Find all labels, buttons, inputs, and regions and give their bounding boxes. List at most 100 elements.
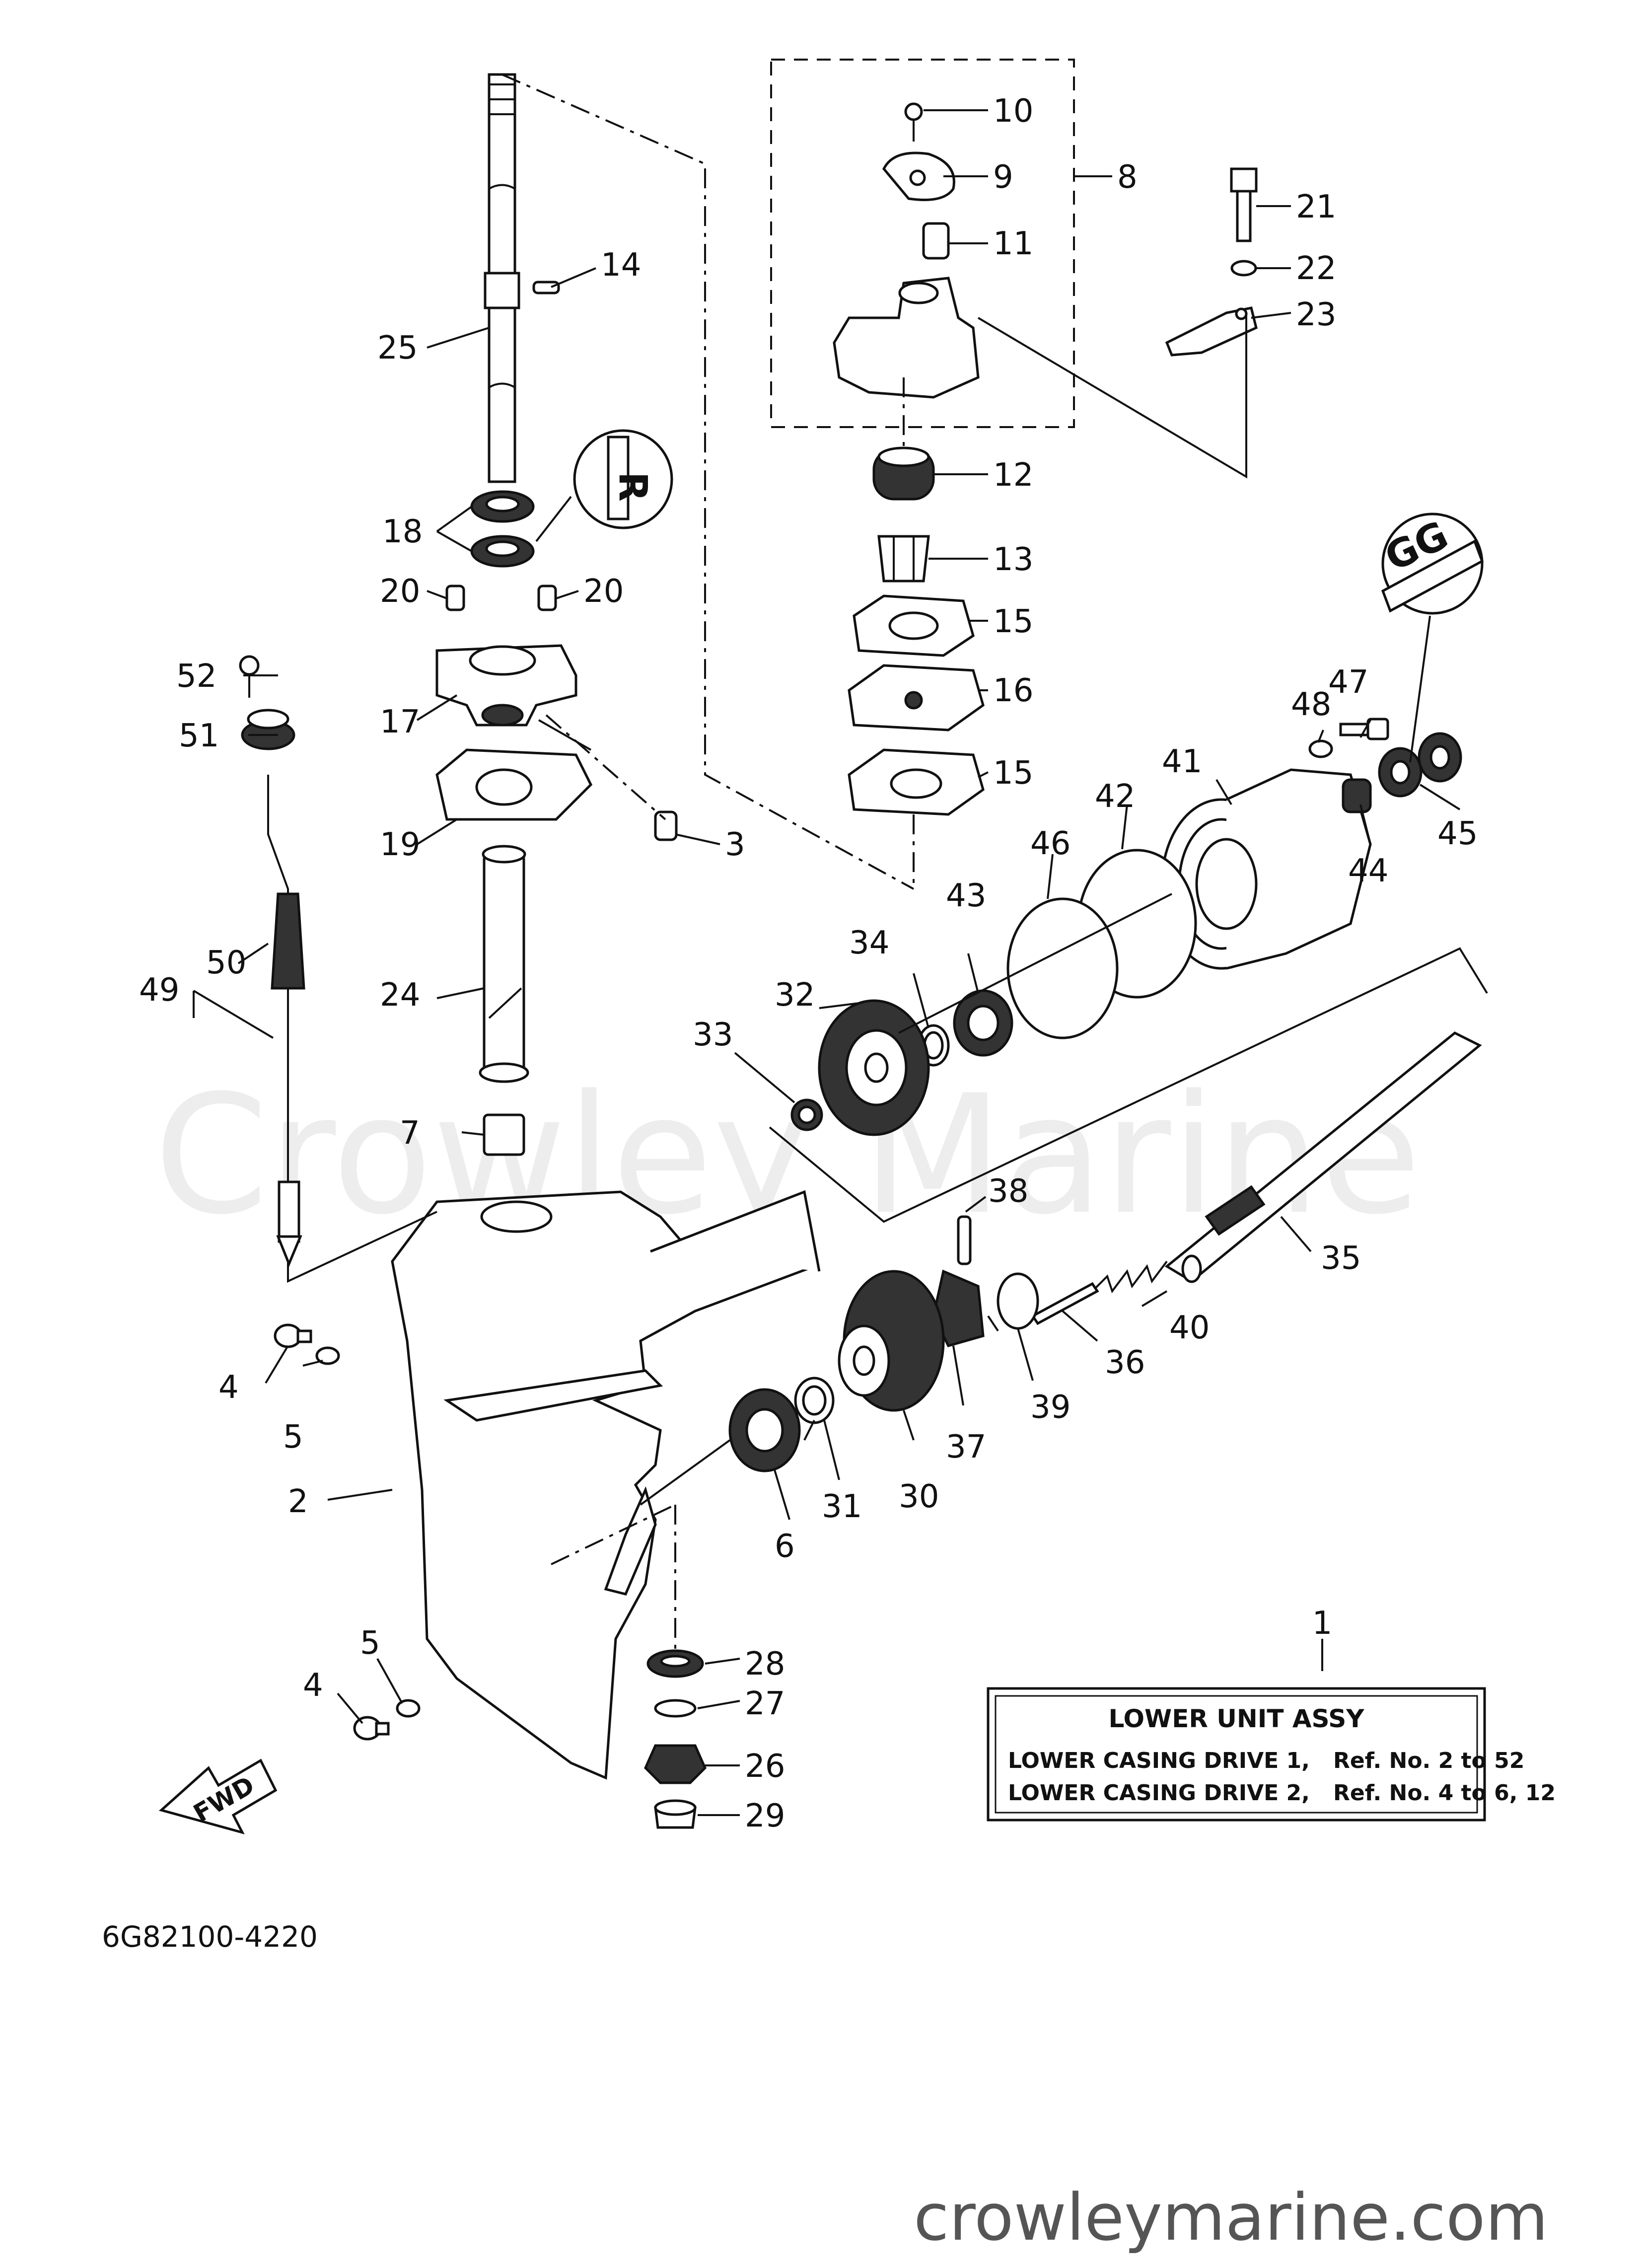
callout-label: 19 [380,826,420,863]
callout-label: 13 [993,541,1033,578]
callout-label: 22 [1296,250,1336,287]
needle-bearing-44 [1342,778,1372,813]
legend-table: 1 LOWER UNIT ASSY LOWER CASING DRIVE 1, … [987,1605,1556,1822]
pump-assy-box-8 [770,59,1075,428]
callout-label: 9 [993,159,1013,196]
callout-label: 50 [206,945,246,981]
screw-10 [904,102,923,142]
callout-label: 16 [993,672,1033,709]
lubricant-badge-gg: GG [1378,512,1484,763]
plug-4-upper [274,1323,312,1348]
rod-joint-51 [241,709,295,750]
water-tube-24 [479,845,529,1083]
callout-label: 6 [775,1528,795,1565]
callout-label: 8 [1117,159,1138,196]
gasket-5-upper [315,1346,340,1365]
callout-label: 21 [1296,189,1336,225]
callout-label: 2 [288,1483,308,1520]
forward-gear-30 [838,1270,945,1412]
callout-label: 14 [601,247,641,284]
callout-label: 34 [849,925,889,961]
clip-39 [997,1272,1039,1330]
dowel-pin-20 [445,585,557,611]
legend-row-1-refs: Ref. No. 2 to 52 [1333,1748,1524,1773]
bracket-23 [1165,306,1258,357]
callout-label: 18 [382,513,423,550]
insert-cartridge-9 [882,151,955,201]
screw-52 [239,655,260,698]
website-text: crowleymarine.com [914,2180,1548,2255]
callout-label: 43 [946,878,986,914]
callout-label: 26 [745,1748,785,1785]
oil-seal-18 [470,490,535,568]
drawing-code: 6G82100-4220 [102,1920,318,1954]
callout-label: 30 [899,1478,939,1515]
shift-rod-49 [267,775,305,1267]
impeller-housing-12 [872,446,935,501]
callout-label: 41 [1162,743,1202,780]
washer-48 [1308,739,1333,758]
gasket-19 [435,748,593,821]
badge-r-text: R [610,472,655,502]
callout-label: 4 [303,1667,323,1704]
legend-title: LOWER UNIT ASSY [1108,1704,1364,1733]
callout-label: 38 [988,1173,1028,1210]
drive-shaft-25 [484,73,520,483]
callout-label: 52 [176,658,216,695]
callout-label: 4 [218,1369,239,1406]
shim-33 [790,1098,823,1131]
gasket-15-lower [848,748,985,816]
bearing-28 [646,1649,704,1678]
callout-label: 48 [1291,686,1331,723]
callout-label: 3 [725,826,745,863]
callout-label: 17 [380,704,420,740]
outer-plate-16 [848,664,985,732]
lower-casing-2 [391,1190,821,1780]
washer-22 [1230,260,1257,277]
callout-label: 35 [1321,1240,1361,1277]
callout-label: 15 [993,603,1033,640]
pin-38 [957,1215,972,1265]
callout-label: 27 [745,1685,785,1722]
leader-lines [193,109,1461,1816]
nut-29 [654,1799,697,1829]
shim-31 [794,1377,835,1424]
callout-label: 33 [693,1017,733,1053]
callout-label: 28 [745,1646,785,1683]
callout-label: 29 [745,1798,785,1834]
callout-label: 45 [1437,815,1478,852]
callout-label: 5 [283,1419,303,1456]
callout-label: 44 [1348,853,1388,889]
gasket-15-upper [853,594,975,657]
callout-label: 15 [993,755,1033,792]
grommet-7 [483,1113,525,1156]
impeller-13 [877,535,930,583]
legend-ref-number: 1 [1312,1605,1333,1642]
spring-40 [1091,1260,1168,1294]
reverse-gear-32 [818,999,930,1136]
callout-label: 10 [993,93,1033,130]
callout-label: 37 [946,1429,986,1465]
callout-labels: 10 9 8 11 21 22 23 14 25 12 13 15 16 15 … [139,93,1478,1834]
callout-label: 40 [1169,1310,1210,1346]
callout-label: 12 [993,457,1033,494]
oil-seal-housing-17 [435,644,577,727]
callout-label: 11 [993,225,1033,262]
bolt-47 [1339,718,1389,740]
shim-27 [654,1699,697,1718]
callout-label: 20 [583,573,624,610]
propeller-shaft-35 [1164,1031,1482,1283]
callout-label: 49 [139,972,179,1009]
pin-14 [532,281,560,294]
callout-label: 20 [380,573,420,610]
oil-seal-45 [1378,732,1462,798]
callout-label: 39 [1030,1389,1071,1426]
fwd-arrow: FWD [158,1758,278,1834]
pump-housing [833,277,980,399]
callout-label: 24 [380,977,420,1014]
legend-row-2-refs: Ref. No. 4 to 6, 12 [1333,1780,1556,1806]
lubricant-badge-r: R [535,429,673,542]
callout-label: 51 [179,718,219,754]
